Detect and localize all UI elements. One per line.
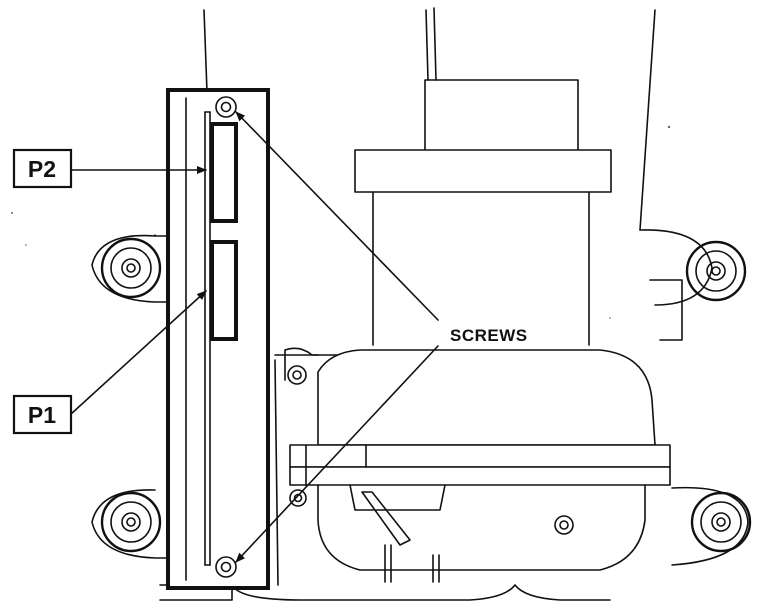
connector-p2 [210,122,238,223]
callout-screws: SCREWS [235,111,553,563]
callout-p1: P1 [12,290,207,435]
screw-head-icon [287,365,307,385]
horizontal-plate-b [289,466,671,486]
upper-collar [424,79,579,152]
bushing-center [711,266,721,276]
bushing-bolt [121,512,141,532]
bushing-ring [700,501,742,543]
screw-head-center [292,370,302,380]
screw-head-icon [215,556,237,578]
mounting-bushing-upper-left [100,237,162,299]
scan-specks [11,125,671,319]
frame-rail-right [639,9,656,231]
frame-rail-left [203,9,208,93]
bushing-ring [695,250,737,292]
leader-line-p1 [70,290,207,415]
screw-head-center [293,493,303,503]
circuit-board [166,88,270,590]
speck [667,125,671,129]
left-clip-bracket [274,354,319,586]
right-side-plate [649,279,683,341]
leader-line-screw-top [235,111,439,321]
callout-label-screws: SCREWS [450,326,528,345]
screw-head-icon [289,489,307,507]
device-assembly [91,7,749,601]
callout-label-p2: P2 [28,156,56,182]
mounting-bushing-icon [100,491,162,553]
speck [25,244,27,246]
bushing-center [716,517,726,527]
board-screw-top [215,96,237,118]
main-body [372,191,590,346]
screw-head-center [220,561,232,573]
mounting-bushing-lower-right [690,491,752,553]
connector-p1 [210,240,238,341]
speck [11,212,13,214]
callout-box-p2 [12,148,73,189]
bushing-center [126,263,136,273]
callout-box-p1 [12,394,73,435]
right-upper-arm [639,229,713,306]
callout-label-p1: P1 [28,402,56,428]
right-lower-arm [671,486,749,566]
screws-label-bg [443,322,553,348]
frame-rail-center-b [433,7,437,81]
mounting-bushing-icon [690,491,752,553]
mounting-bushing-icon [685,240,747,302]
bushing-bolt [706,261,726,281]
screw-head-icon [215,96,237,118]
base-lever [361,491,411,546]
left-lower-arm [91,489,169,559]
bushing-ring [110,501,152,543]
mounting-bushing-upper-right [685,240,747,302]
frame-rail-center-a [425,9,429,81]
lower-housing-shell [317,349,656,446]
housing-base [317,484,646,571]
flange-band [354,149,612,193]
screw-head-center [559,520,569,530]
horizontal-plate-a [289,444,671,468]
speck [609,317,611,319]
left-upper-arm [91,234,169,303]
screw-head-center [220,101,232,113]
bushing-ring [110,247,152,289]
housing-screw-base [554,515,574,535]
base-foot [231,584,611,601]
bushing-center [126,517,136,527]
housing-screw-left [287,365,307,385]
callout-p2: P2 [12,148,207,189]
board-outline [166,88,270,590]
base-recess [349,484,446,511]
housing-screw-mid [289,489,307,507]
mounting-bushing-lower-left [100,491,162,553]
bushing-bolt [121,258,141,278]
screw-head-icon [554,515,574,535]
mounting-bushing-icon [100,237,162,299]
board-screw-bottom [215,556,237,578]
leader-line-screw-bottom [235,345,439,563]
bushing-bolt [711,512,731,532]
